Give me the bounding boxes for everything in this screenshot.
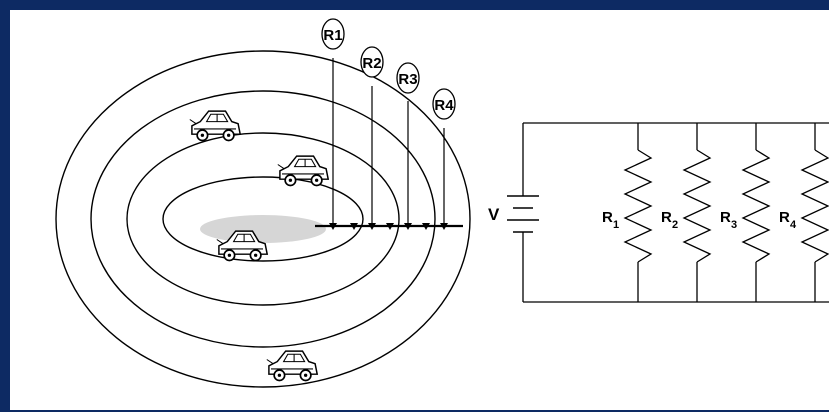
- svg-text:R: R: [661, 209, 672, 226]
- resistor-label-4: R 4: [779, 209, 797, 231]
- resistor-branch-2: [682, 123, 712, 302]
- track-ring-4: [55, 50, 471, 388]
- battery-icon: [507, 195, 539, 233]
- resistor-label-3: R 3: [720, 209, 737, 231]
- svg-text:R: R: [602, 209, 613, 226]
- svg-text:R3: R3: [398, 71, 417, 88]
- parallel-circuit: [507, 122, 829, 303]
- center-island: [200, 215, 326, 243]
- svg-text:R2: R2: [362, 55, 381, 72]
- track-ring-3: [90, 90, 436, 348]
- svg-text:R: R: [779, 209, 790, 226]
- svg-text:3: 3: [731, 219, 737, 231]
- svg-text:R4: R4: [434, 97, 454, 114]
- car-icon: [276, 155, 330, 187]
- svg-text:1: 1: [613, 219, 619, 231]
- resistor-branch-3: [741, 123, 771, 302]
- car-icon: [265, 350, 319, 382]
- diagram-frame: R1 R2 R3 R4: [10, 10, 829, 410]
- marker-ticks: [329, 223, 448, 230]
- svg-text:R1: R1: [323, 27, 342, 44]
- marker-label-r2: R2: [360, 46, 384, 78]
- svg-text:2: 2: [672, 219, 678, 231]
- resistor-label-1: R 1: [602, 209, 619, 231]
- marker-label-r1: R1: [321, 18, 345, 50]
- radius-markers: [332, 58, 445, 224]
- marker-label-r4: R4: [432, 88, 456, 120]
- voltage-source-label: V: [488, 205, 500, 224]
- svg-text:4: 4: [790, 219, 797, 231]
- resistor-branch-4: [800, 123, 829, 302]
- track-ring-2: [126, 132, 400, 306]
- resistor-branch-1: [623, 123, 653, 302]
- car-icon: [188, 110, 242, 142]
- svg-text:R: R: [720, 209, 731, 226]
- marker-label-r3: R3: [396, 62, 420, 94]
- track-ring-1: [162, 176, 364, 262]
- resistor-label-2: R 2: [661, 209, 678, 231]
- diagram-canvas: R1 R2 R3 R4: [55, 18, 829, 388]
